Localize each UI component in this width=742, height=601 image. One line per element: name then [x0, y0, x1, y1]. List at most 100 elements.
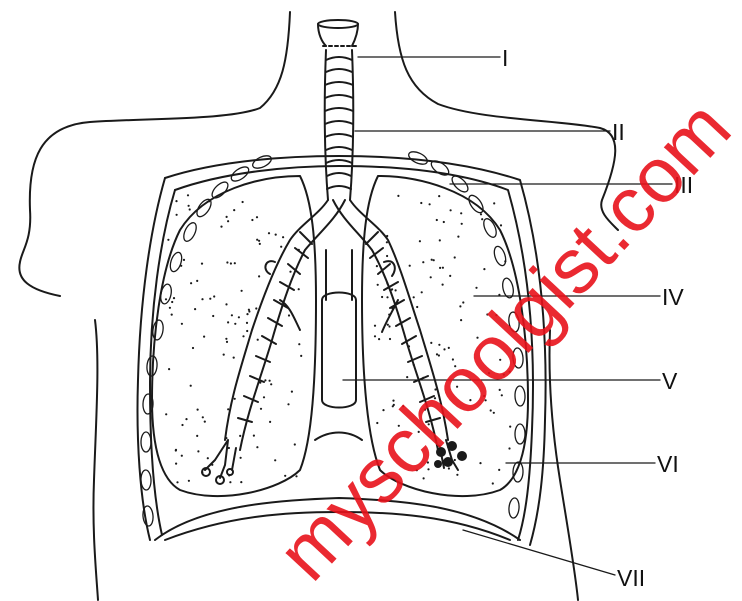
right-lung-dot [386, 255, 388, 257]
left-lung-dot [298, 288, 300, 290]
left-lung-dot [176, 481, 178, 483]
left-lung-dot [257, 339, 259, 341]
left-lung-dot [165, 298, 167, 300]
right-lung-dot [500, 224, 502, 226]
right-lung-dot [395, 289, 397, 291]
left-lung-dot [201, 298, 203, 300]
left-lung-dot [201, 263, 203, 265]
left-lung-dot [240, 457, 242, 459]
left-lung-dot [251, 219, 253, 221]
left-lung-dot [239, 435, 241, 437]
right-lung-dot [439, 239, 441, 241]
right-lung-dot [374, 325, 376, 327]
left-lung-dot [181, 424, 183, 426]
label-ii: II [612, 119, 625, 145]
left-lung-dot [238, 316, 240, 318]
right-lung-dot [420, 202, 422, 204]
left-lung-dot [289, 271, 291, 273]
right-lung-dot [413, 296, 415, 298]
left-lung-dot [176, 214, 178, 216]
left-lung-dot [230, 262, 232, 264]
right-lung-dot [442, 267, 444, 269]
left-lung-dot [169, 307, 171, 309]
left-lung-dot [227, 220, 229, 222]
left-lung-dot [185, 418, 187, 420]
left-lung-dot [190, 385, 192, 387]
left-lung-dot [181, 323, 183, 325]
left-lung-dot [291, 391, 293, 393]
left-lung-dot [165, 413, 167, 415]
left-lung-dot [187, 194, 189, 196]
left-lung-dot [256, 239, 258, 241]
right-lung-dot [439, 267, 441, 269]
left-lung-dot [255, 307, 257, 309]
label-vii: VII [617, 565, 645, 591]
right-lung-dot [449, 275, 451, 277]
left-lung-dot [248, 309, 250, 311]
label-iv: IV [662, 284, 684, 310]
left-lung-dot [173, 297, 175, 299]
right-lung-dot [386, 296, 388, 298]
right-lung-dot [436, 219, 438, 221]
left-lung-dot [204, 421, 206, 423]
left-lung-dot [181, 455, 183, 457]
right-lung-dot [508, 447, 510, 449]
right-lung-dot [462, 301, 464, 303]
left-lung-dot [274, 459, 276, 461]
left-lung-dot [227, 321, 229, 323]
left-lung-dot [242, 201, 244, 203]
left-lung-dot [256, 216, 258, 218]
left-lung-dot [213, 295, 215, 297]
left-lung [152, 176, 316, 496]
right-lung-dot [422, 261, 424, 263]
right-lung-dot [416, 306, 418, 308]
left-lung-dot [282, 236, 284, 238]
right-lung-dot [374, 335, 376, 337]
right-lung-dot [456, 474, 458, 476]
left-lung-dot [269, 380, 271, 382]
left-lung-dot [234, 262, 236, 264]
right-lung-dot [483, 268, 485, 270]
right-lung-dot [479, 462, 481, 464]
left-lung-dot [298, 343, 300, 345]
left-lung-dot [226, 341, 228, 343]
left-lung-dot [258, 275, 260, 277]
left-lung-dot [242, 335, 244, 337]
right-lung-dot [443, 221, 445, 223]
left-lung-dot [175, 463, 177, 465]
left-lung-dot [270, 383, 272, 385]
left-lung-dot [246, 313, 248, 315]
left-lung-dot [171, 314, 173, 316]
left-lung-dot [288, 314, 290, 316]
left-lung-dot [190, 282, 192, 284]
left-lung-dot [259, 243, 261, 245]
left-lung-dot [233, 209, 235, 211]
left-lung-dot [240, 481, 242, 483]
right-lung-dot [461, 223, 463, 225]
left-lung-dot [275, 234, 277, 236]
label-i: I [502, 45, 508, 71]
right-lung-dot [480, 213, 482, 215]
right-lung-dot [409, 265, 411, 267]
left-lung-dot [192, 347, 194, 349]
left-lung-dot [189, 208, 191, 210]
right-lung-dot [450, 209, 452, 211]
left-lung-dot [269, 421, 271, 423]
right-lung-dot [421, 291, 423, 293]
left-lung-dot [226, 216, 228, 218]
left-lung-dot [207, 457, 209, 459]
right-lung-dot [431, 259, 433, 261]
left-lung-dot [196, 435, 198, 437]
right-lung-dot [433, 259, 435, 261]
right-lung-dot [429, 203, 431, 205]
left-lung-dot [263, 396, 265, 398]
left-lung-dot [264, 379, 266, 381]
trachea [318, 20, 358, 200]
right-lung-dot [442, 284, 444, 286]
right-lung-dot [419, 240, 421, 242]
right-lung-dot [504, 260, 506, 262]
left-lung-dot [175, 449, 177, 451]
left-lung-dot [294, 443, 296, 445]
